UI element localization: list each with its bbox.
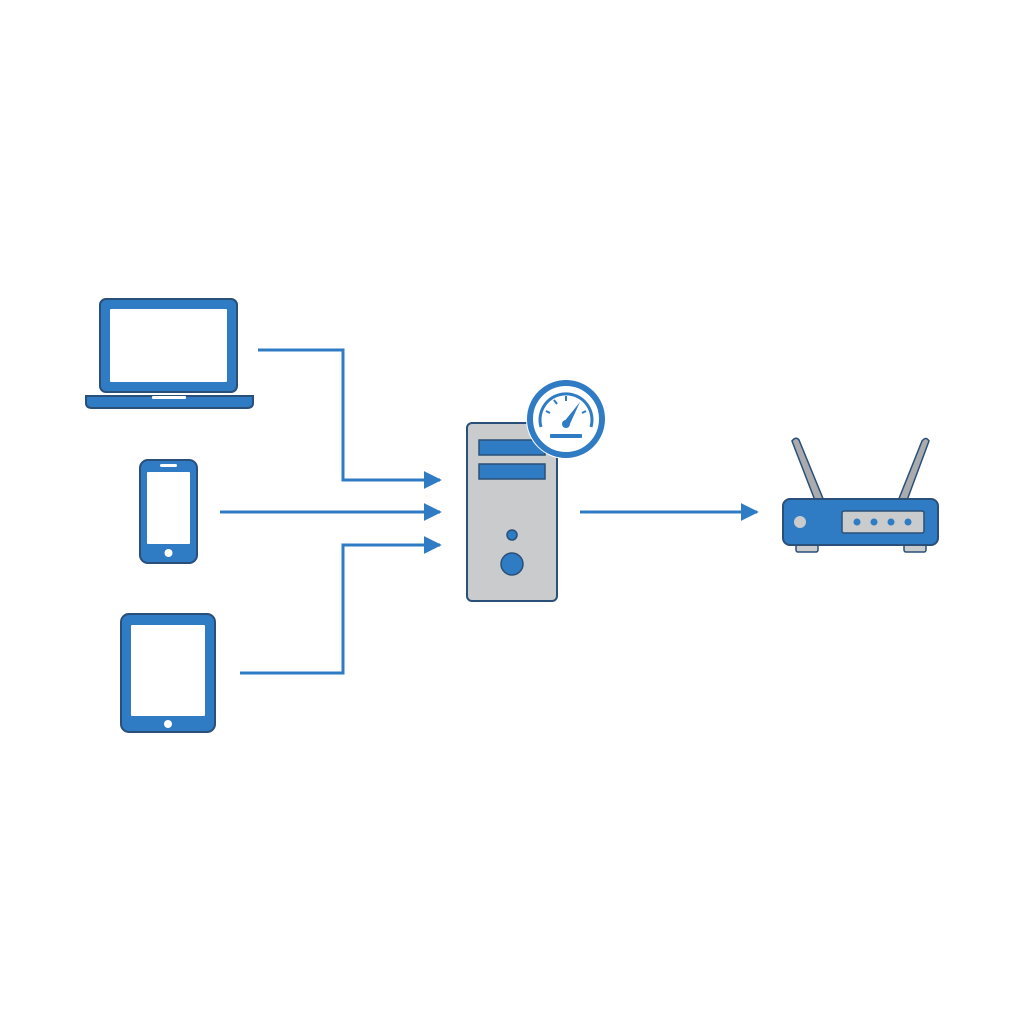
smartphone-icon: [139, 459, 198, 564]
speedometer-needle-hub: [562, 420, 570, 428]
speedometer-tick-2: [553, 399, 558, 405]
router-antenna-left: [791, 437, 826, 504]
router-port-panel: [841, 510, 925, 534]
router-port: [853, 518, 861, 526]
laptop-icon: [85, 298, 254, 409]
router-ports: [853, 518, 912, 526]
router-status-light: [794, 516, 806, 528]
router-port: [870, 518, 878, 526]
router-port: [887, 518, 895, 526]
speedometer-tick-1: [545, 410, 551, 414]
smartphone-speaker: [160, 464, 177, 467]
speedometer-needle: [563, 402, 580, 426]
router-antenna-right: [896, 437, 930, 504]
laptop-screen: [110, 309, 227, 382]
server-power-button: [500, 552, 524, 576]
server-power-led: [506, 529, 518, 541]
laptop-base: [85, 395, 254, 409]
speedometer-tick-4: [581, 410, 587, 414]
smartphone-screen: [147, 472, 190, 544]
wifi-router-icon: [782, 437, 939, 553]
tablet-icon: [120, 613, 216, 733]
tablet-screen: [131, 625, 205, 716]
tablet-home-button: [164, 720, 172, 728]
speedometer-dial-arc: [538, 392, 594, 428]
connectors: [220, 348, 759, 675]
speedometer-icon: [526, 379, 606, 459]
server-drive-bay-2: [478, 463, 546, 480]
smartphone-home-button: [164, 549, 173, 557]
edge-laptop-to-server: [258, 348, 442, 489]
router-port: [904, 518, 912, 526]
edge-tablet-to-server: [240, 536, 442, 675]
laptop-trackpad-notch: [152, 396, 186, 399]
speedometer-base-bar: [550, 434, 582, 438]
server-tower-icon: [466, 422, 558, 602]
